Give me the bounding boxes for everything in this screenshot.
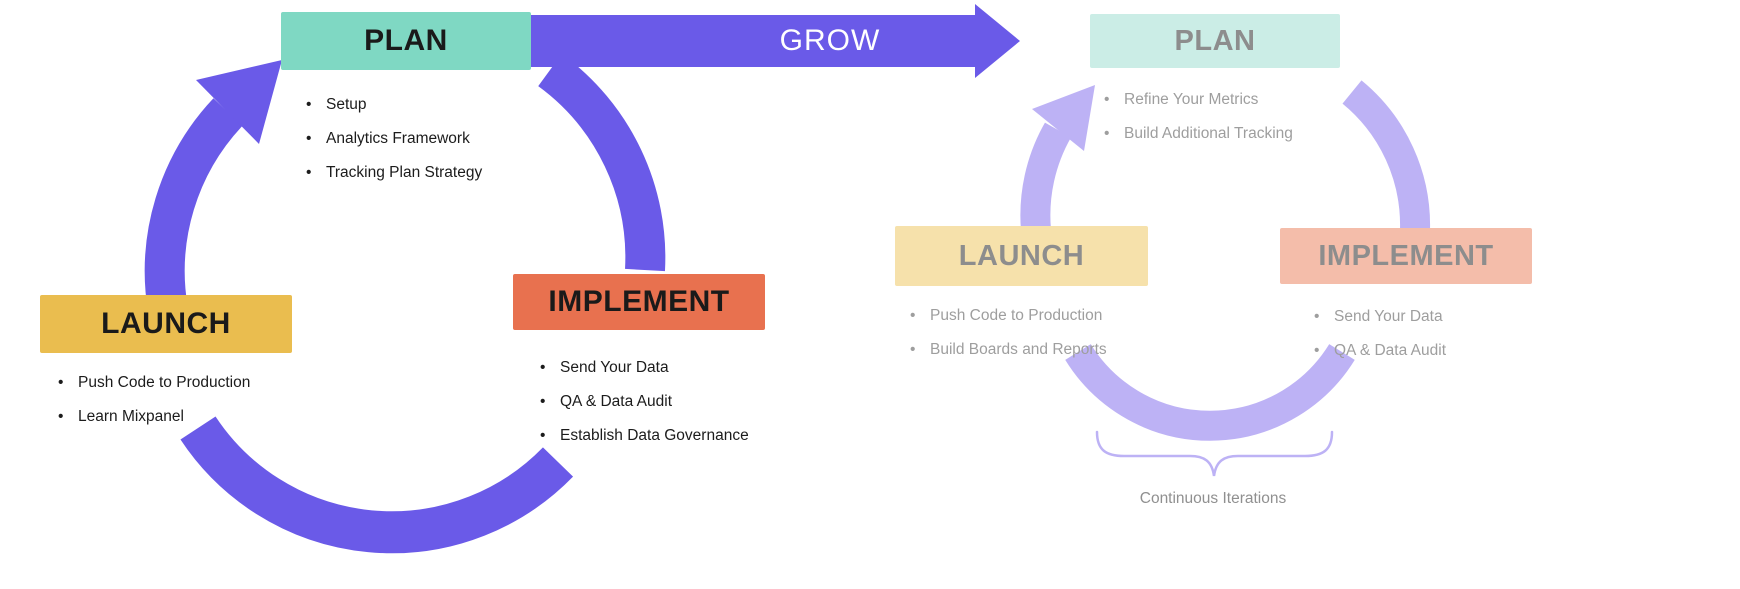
right-plan-box: PLAN (1090, 14, 1340, 68)
left-cycle-arc-launch-to-plan (144, 98, 243, 314)
brace-icon (1095, 430, 1334, 477)
left-launch-box: LAUNCH (40, 295, 292, 353)
grow-arrow-label: GROW (779, 24, 881, 57)
left-cycle-arc-implement-to-launch (180, 416, 574, 554)
left-plan-list: Setup Analytics Framework Tracking Plan … (302, 95, 482, 197)
right-implement-list: Send Your Data QA & Data Audit (1310, 307, 1446, 375)
right-launch-box: LAUNCH (895, 226, 1148, 286)
left-plan-box: PLAN (281, 12, 531, 70)
right-cycle-arrowhead-icon (1032, 85, 1095, 151)
right-launch-label: LAUNCH (958, 239, 1085, 272)
left-implement-label: IMPLEMENT (548, 285, 730, 318)
list-item: Send Your Data (1310, 307, 1446, 326)
right-plan-label: PLAN (1174, 24, 1256, 57)
right-cycle-arc-plan-to-implement (1342, 80, 1431, 231)
list-item: Build Additional Tracking (1100, 124, 1293, 143)
right-cycle-arc-launch-to-plan (1020, 122, 1072, 232)
left-cycle-arrowhead-icon (196, 60, 282, 144)
list-item: Push Code to Production (54, 373, 250, 392)
right-implement-box: IMPLEMENT (1280, 228, 1532, 284)
right-cycle-arc-implement-to-launch (1065, 343, 1355, 441)
right-launch-list: Push Code to Production Build Boards and… (906, 306, 1107, 374)
left-cycle-arc-plan-to-implement (537, 53, 666, 272)
grow-arrow (531, 4, 1020, 78)
list-item: Establish Data Governance (536, 426, 749, 445)
left-implement-box: IMPLEMENT (513, 274, 765, 330)
left-implement-list: Send Your Data QA & Data Audit Establish… (536, 358, 749, 460)
list-item: Learn Mixpanel (54, 407, 250, 426)
list-item: Send Your Data (536, 358, 749, 377)
list-item: QA & Data Audit (536, 392, 749, 411)
right-implement-label: IMPLEMENT (1318, 239, 1494, 272)
list-item: Setup (302, 95, 482, 114)
list-item: QA & Data Audit (1310, 341, 1446, 360)
left-launch-list: Push Code to Production Learn Mixpanel (54, 373, 250, 441)
list-item: Refine Your Metrics (1100, 90, 1293, 109)
list-item: Tracking Plan Strategy (302, 163, 482, 182)
list-item: Analytics Framework (302, 129, 482, 148)
continuous-iterations-caption: Continuous Iterations (1139, 490, 1287, 507)
list-item: Push Code to Production (906, 306, 1107, 325)
list-item: Build Boards and Reports (906, 340, 1107, 359)
right-plan-list: Refine Your Metrics Build Additional Tra… (1100, 90, 1293, 158)
left-launch-label: LAUNCH (101, 307, 231, 340)
left-plan-label: PLAN (364, 24, 448, 57)
